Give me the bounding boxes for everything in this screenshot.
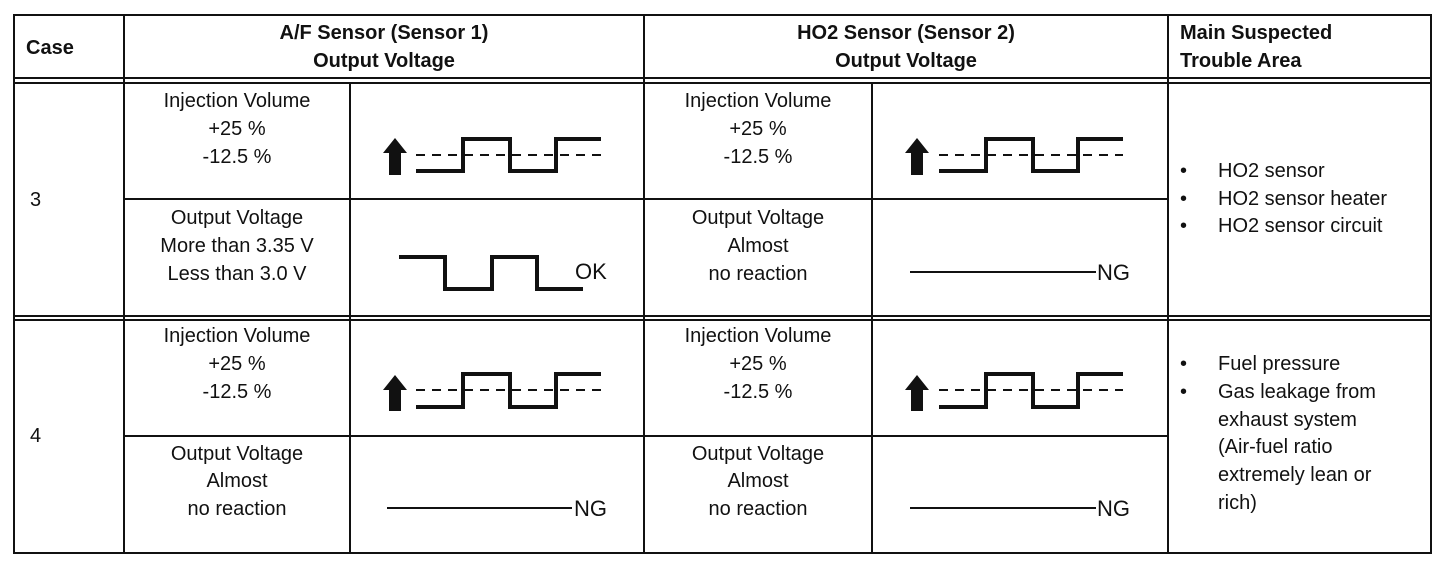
area-text: HO2 sensor — [1218, 160, 1325, 182]
bullet: • — [1180, 215, 1188, 237]
header-ho2-line1: HO2 Sensor (Sensor 2) — [797, 22, 1015, 44]
ho2-injection-minus: -12.5 % — [723, 146, 793, 168]
bullet: • — [1180, 381, 1188, 403]
bullet: • — [1180, 353, 1188, 375]
ho2-output-line2: Almost — [727, 235, 789, 257]
af-output-line2: More than 3.35 V — [160, 235, 314, 257]
area-text-continued: exhaust system — [1218, 409, 1357, 431]
header-case: Case — [26, 37, 74, 59]
ho2-injection-minus: -12.5 % — [723, 381, 793, 403]
bullet: • — [1180, 188, 1188, 210]
af-result-badge: NG — [574, 496, 607, 521]
header-ho2-line2: Output Voltage — [835, 50, 977, 72]
bullet: • — [1180, 160, 1188, 182]
case-number-4: 4 — [30, 425, 42, 447]
af-output-line2: Almost — [206, 470, 268, 492]
area-text-continued: (Air-fuel ratio — [1218, 436, 1333, 458]
ho2-output-label: Output Voltage — [691, 207, 825, 229]
ho2-injection-label: Injection Volume — [684, 90, 832, 112]
up-arrow-icon — [383, 138, 407, 175]
ho2-output-line2: Almost — [727, 470, 789, 492]
ho2-injection-waveform-case3 — [905, 137, 1123, 175]
header-af-line1: A/F Sensor (Sensor 1) — [279, 22, 489, 44]
up-arrow-icon — [383, 375, 407, 411]
area-text: HO2 sensor heater — [1218, 188, 1387, 210]
area-text: Gas leakage from — [1218, 381, 1376, 403]
ho2-output-line3: no reaction — [708, 263, 808, 285]
ho2-result-badge: NG — [1097, 260, 1130, 285]
area-text-continued: extremely lean or — [1218, 464, 1372, 486]
af-injection-plus: +25 % — [208, 353, 266, 375]
af-injection-label: Injection Volume — [163, 325, 311, 347]
af-output-line3: Less than 3.0 V — [167, 263, 307, 285]
af-injection-waveform-case4 — [383, 372, 601, 411]
ho2-output-label: Output Voltage — [691, 443, 825, 465]
af-output-line3: no reaction — [187, 498, 287, 520]
case-number-3: 3 — [30, 189, 42, 211]
header-area-line2: Trouble Area — [1180, 50, 1302, 72]
af-output-label: Output Voltage — [170, 207, 304, 229]
af-output-label: Output Voltage — [170, 443, 304, 465]
area-text: Fuel pressure — [1218, 353, 1341, 375]
header-af-line2: Output Voltage — [313, 50, 455, 72]
af-output-waveform-case3 — [399, 255, 583, 291]
up-arrow-icon — [905, 375, 929, 411]
af-injection-waveform-case3 — [383, 137, 601, 175]
header-area-line1: Main Suspected — [1180, 22, 1333, 44]
ho2-injection-waveform-case4 — [905, 372, 1123, 411]
area-text-continued: rich) — [1218, 492, 1257, 514]
ho2-output-line3: no reaction — [708, 498, 808, 520]
ho2-injection-plus: +25 % — [729, 353, 787, 375]
ho2-injection-plus: +25 % — [729, 118, 787, 140]
up-arrow-icon — [905, 138, 929, 175]
area-text: HO2 sensor circuit — [1218, 215, 1383, 237]
af-result-badge: OK — [575, 259, 607, 284]
af-injection-minus: -12.5 % — [202, 146, 272, 168]
af-injection-plus: +25 % — [208, 118, 266, 140]
ho2-result-badge: NG — [1097, 496, 1130, 521]
ho2-injection-label: Injection Volume — [684, 325, 832, 347]
af-injection-label: Injection Volume — [163, 90, 311, 112]
af-injection-minus: -12.5 % — [202, 381, 272, 403]
